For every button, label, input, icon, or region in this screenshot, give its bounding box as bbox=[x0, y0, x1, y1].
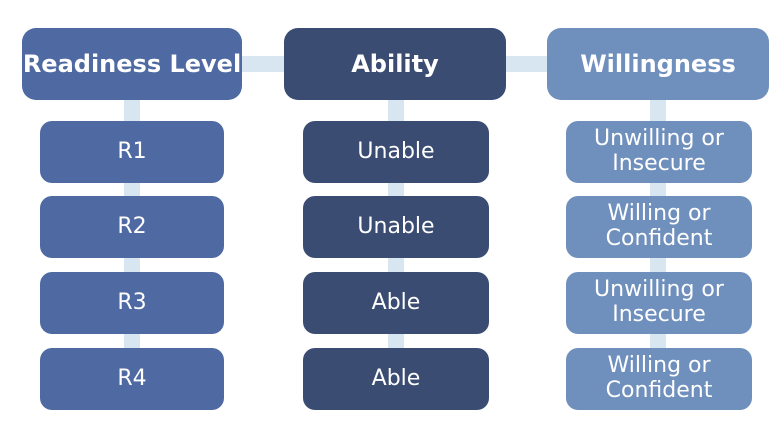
readiness-cell-r2: R2 bbox=[40, 196, 224, 258]
ability-cell-2: Unable bbox=[303, 196, 489, 258]
ability-cell-1: Unable bbox=[303, 121, 489, 183]
readiness-cell-r1: R1 bbox=[40, 121, 224, 183]
willingness-cell-1: Unwilling or Insecure bbox=[566, 121, 752, 183]
readiness-cell-r3: R3 bbox=[40, 272, 224, 334]
willingness-cell-3: Unwilling or Insecure bbox=[566, 272, 752, 334]
willingness-cell-2: Willing or Confident bbox=[566, 196, 752, 258]
ability-cell-3: Able bbox=[303, 272, 489, 334]
ability-cell-4: Able bbox=[303, 348, 489, 410]
header-readiness-level: Readiness Level bbox=[22, 28, 242, 100]
header-willingness: Willingness bbox=[547, 28, 769, 100]
willingness-cell-4: Willing or Confident bbox=[566, 348, 752, 410]
header-ability: Ability bbox=[284, 28, 506, 100]
readiness-cell-r4: R4 bbox=[40, 348, 224, 410]
